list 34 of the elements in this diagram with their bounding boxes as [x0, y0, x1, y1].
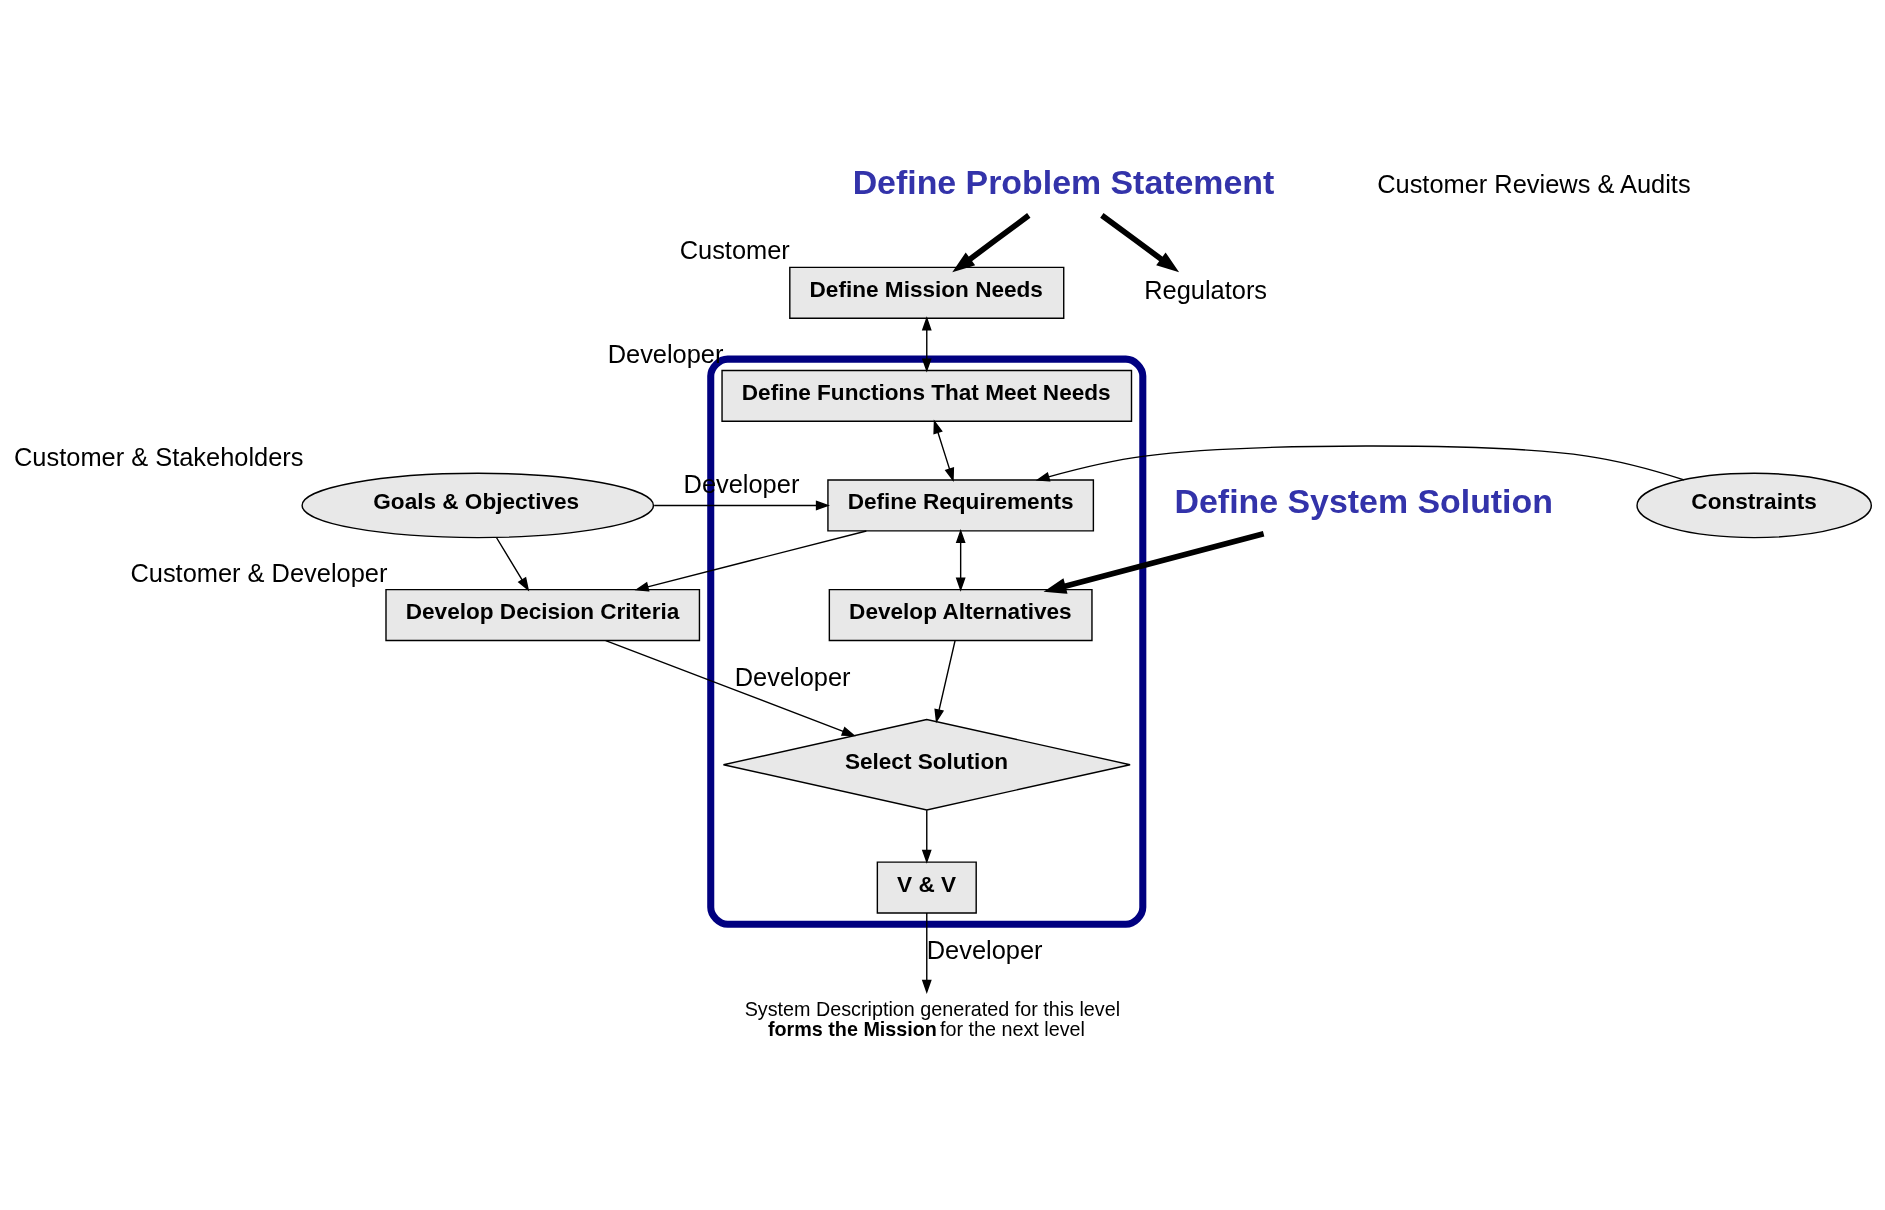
arrow [933, 419, 955, 482]
node-text: Regulators [1144, 276, 1268, 304]
arrow [605, 639, 856, 737]
node-box: Define Requirements [827, 479, 1095, 532]
arrow [952, 213, 1031, 273]
node-label: Developer [607, 339, 724, 368]
arrow [1100, 213, 1180, 273]
node-box: Develop Decision Criteria [385, 588, 701, 642]
node-diamond: Select Solution [722, 718, 1131, 811]
node-text: Define System Solution [1174, 481, 1553, 520]
arrow [1035, 445, 1685, 482]
node-box: Define Mission Needs [789, 266, 1065, 319]
node-box: V & V [876, 861, 977, 914]
node-box: Develop Alternatives [828, 588, 1093, 642]
node-ellipse: Goals & Objectives [301, 472, 655, 539]
node-text: Define Problem Statement [852, 163, 1275, 202]
arrow [921, 809, 932, 864]
arrow [653, 500, 830, 511]
edge-label: Developer [926, 935, 1043, 964]
node-ellipse: Constraints [1636, 472, 1872, 539]
node-label: Customer & Developer [130, 558, 388, 587]
arrow [1043, 531, 1265, 594]
arrow [955, 528, 966, 592]
arrow [634, 530, 868, 592]
arrow [921, 316, 932, 373]
label: Customer Reviews & Audits [1377, 170, 1691, 199]
node-label: Customer [679, 236, 790, 265]
node-label: Customer & Stakeholders [14, 442, 304, 471]
node-text: System Description generated for this level forms the Mission for the next level [744, 998, 1121, 1041]
arrow [495, 537, 530, 592]
arrow [934, 640, 956, 724]
arrow [921, 912, 932, 994]
edge-label: Developer [734, 663, 851, 692]
node-box: Define Functions That Meet Needs [721, 369, 1133, 422]
